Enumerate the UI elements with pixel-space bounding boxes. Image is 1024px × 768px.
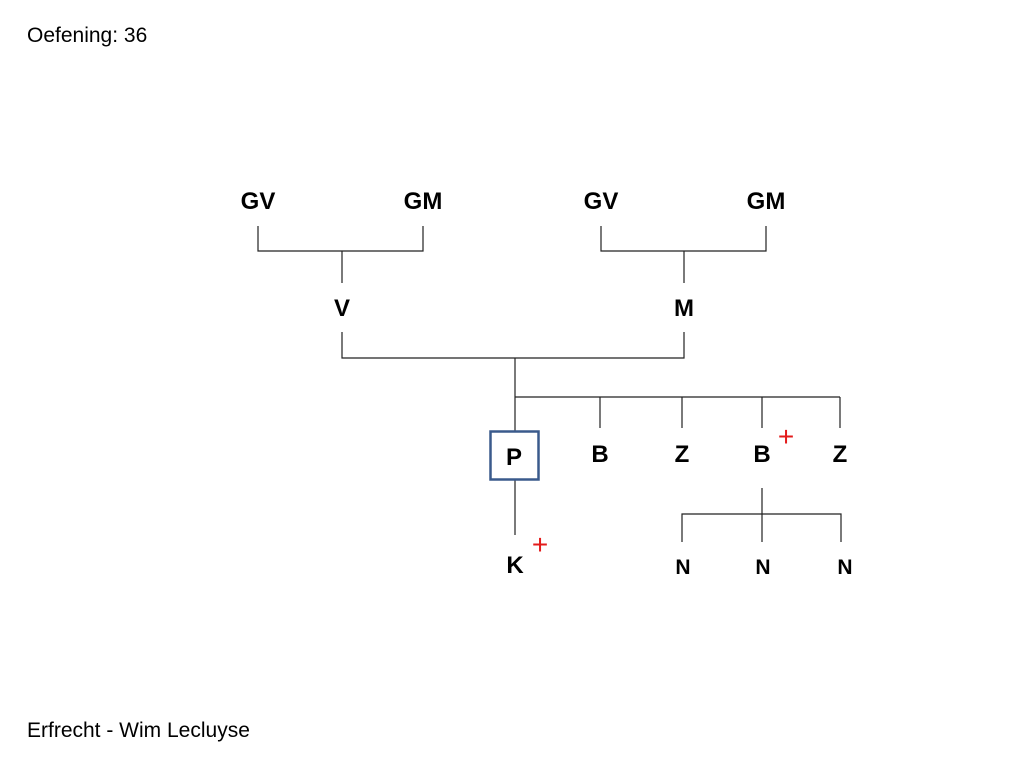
node-sister-1: Z [675,441,690,468]
node-nephew-2: N [755,556,770,579]
person-highlight-box [489,430,540,481]
node-grandmother-maternal: GM [747,188,786,215]
connector-maternal-grandparents [600,226,767,252]
node-person: P [506,444,522,471]
connector-nephews-bar [681,513,842,542]
exercise-title: Oefening: 36 [27,24,148,47]
node-mother: M [674,295,694,322]
node-father: V [334,295,350,322]
deceased-markers: + + [532,421,794,560]
node-brother-1: B [591,441,608,468]
node-labels: GV GM GV GM V M P B Z B Z K N N N [241,188,853,579]
connector-lines [257,226,842,542]
node-brother-2: B [753,441,770,468]
deceased-marker-brother-2: + [778,421,794,452]
node-sister-2: Z [833,441,848,468]
deceased-marker-child: + [532,529,548,560]
node-grandfather-maternal: GV [584,188,619,215]
node-nephew-1: N [675,556,690,579]
node-child: K [506,552,524,579]
node-nephew-3: N [837,556,852,579]
connector-paternal-grandparents [257,226,424,252]
node-grandmother-paternal: GM [404,188,443,215]
footer-text: Erfrecht - Wim Lecluyse [27,719,250,742]
node-grandfather-paternal: GV [241,188,276,215]
connector-parents [341,332,685,359]
